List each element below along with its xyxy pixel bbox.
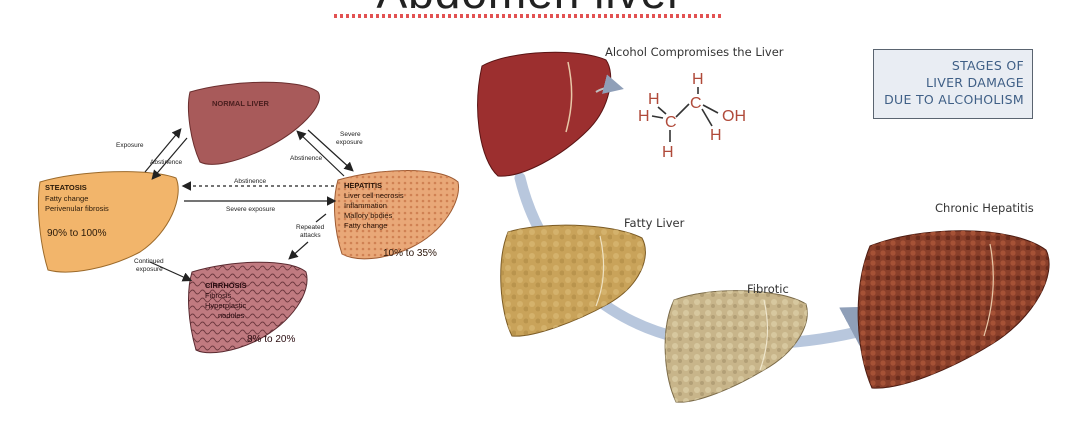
molecule-h-left: H <box>638 108 650 125</box>
alcohol-label: Alcohol Compromises the Liver <box>605 45 784 59</box>
label-exposure: Exposure <box>116 142 144 149</box>
label-severe-top-2: exposure <box>336 139 363 146</box>
cirrhosis-line-1: Fibrosis <box>205 291 232 300</box>
hepatitis-line-1: Liver cell necrosis <box>344 191 404 200</box>
arrow-abstinence-left <box>151 137 188 180</box>
fatty-liver-label: Fatty Liver <box>624 216 685 230</box>
label-repeated-1: Repeated <box>296 224 325 231</box>
chronic-hepatitis-label: Chronic Hepatitis <box>935 201 1034 215</box>
normal-liver-label: NORMAL LIVER <box>212 99 270 108</box>
hepatitis-line-3: Mallory bodies <box>344 211 393 220</box>
arrow-abstinence-right <box>296 130 345 177</box>
molecule-c1: C <box>665 114 677 131</box>
hepatitis-line-4: Fatty change <box>344 221 387 230</box>
ethanol-molecule: H H H H H C C OH <box>638 71 746 161</box>
label-severe-middle: Severe exposure <box>226 206 276 213</box>
stages-box-line-1: STAGES OF <box>951 58 1024 73</box>
left-diagram-arrows <box>144 128 354 282</box>
fatty-liver-shape <box>500 224 646 337</box>
fibrotic-liver-shape <box>664 290 808 403</box>
cirrhosis-line-2: Hyperplastic <box>205 301 247 310</box>
arrow-repeated-attacks-tail <box>315 213 327 223</box>
arrow-severe-exposure-top <box>307 129 354 172</box>
molecule-c2: C <box>690 95 702 112</box>
arrow-exposure <box>144 128 182 173</box>
healthy-liver-right <box>477 51 624 177</box>
cirrhosis-percent: 8% to 20% <box>247 334 295 345</box>
label-continued-2: exposure <box>136 266 163 273</box>
label-abstinence-right: Abstinence <box>290 155 323 162</box>
steatosis-liver-shape <box>37 171 179 273</box>
molecule-h-bottom-left: H <box>662 144 674 161</box>
stages-box: STAGES OF LIVER DAMAGE DUE TO ALCOHOLISM <box>873 49 1033 119</box>
cirrhosis-line-3: nodules <box>218 311 245 320</box>
chronic-hepatitis-liver-shape <box>857 230 1050 389</box>
label-severe-top-1: Severe <box>340 131 361 138</box>
spellcheck-underline <box>334 14 722 18</box>
hepatitis-liver-shape <box>334 170 460 260</box>
cirrhosis-liver-shape <box>188 261 308 354</box>
stages-box-line-3: DUE TO ALCOHOLISM <box>884 92 1024 107</box>
molecule-h-left-top: H <box>648 91 660 108</box>
normal-liver-shape <box>187 81 320 165</box>
arrow-continued-exposure <box>149 261 193 282</box>
molecule-h-bottom-right: H <box>710 127 722 144</box>
hepatitis-percent: 10% to 35% <box>383 248 437 259</box>
hepatitis-line-2: Inflammation <box>344 201 387 210</box>
slide-title: Abdomen liver <box>320 0 740 18</box>
label-continued-1: Continued <box>134 258 164 265</box>
label-abstinence-left: Abstinence <box>150 159 183 166</box>
steatosis-line-2: Perivenular fibrosis <box>45 204 109 213</box>
steatosis-line-1: Fatty change <box>45 194 88 203</box>
fibrotic-label: Fibrotic <box>747 282 789 296</box>
molecule-oh: OH <box>722 108 746 125</box>
stages-box-line-2: LIVER DAMAGE <box>925 75 1024 90</box>
hepatitis-title: HEPATITIS <box>344 181 382 190</box>
steatosis-percent: 90% to 100% <box>47 228 107 239</box>
label-repeated-2: attacks <box>300 232 321 239</box>
steatosis-title: STEATOSIS <box>45 183 87 192</box>
cirrhosis-title: CIRRHOSIS <box>205 281 247 290</box>
arrow-repeated-attacks <box>288 241 309 260</box>
label-abstinence-middle: Abstinence <box>234 178 267 185</box>
molecule-h-top: H <box>692 71 704 88</box>
